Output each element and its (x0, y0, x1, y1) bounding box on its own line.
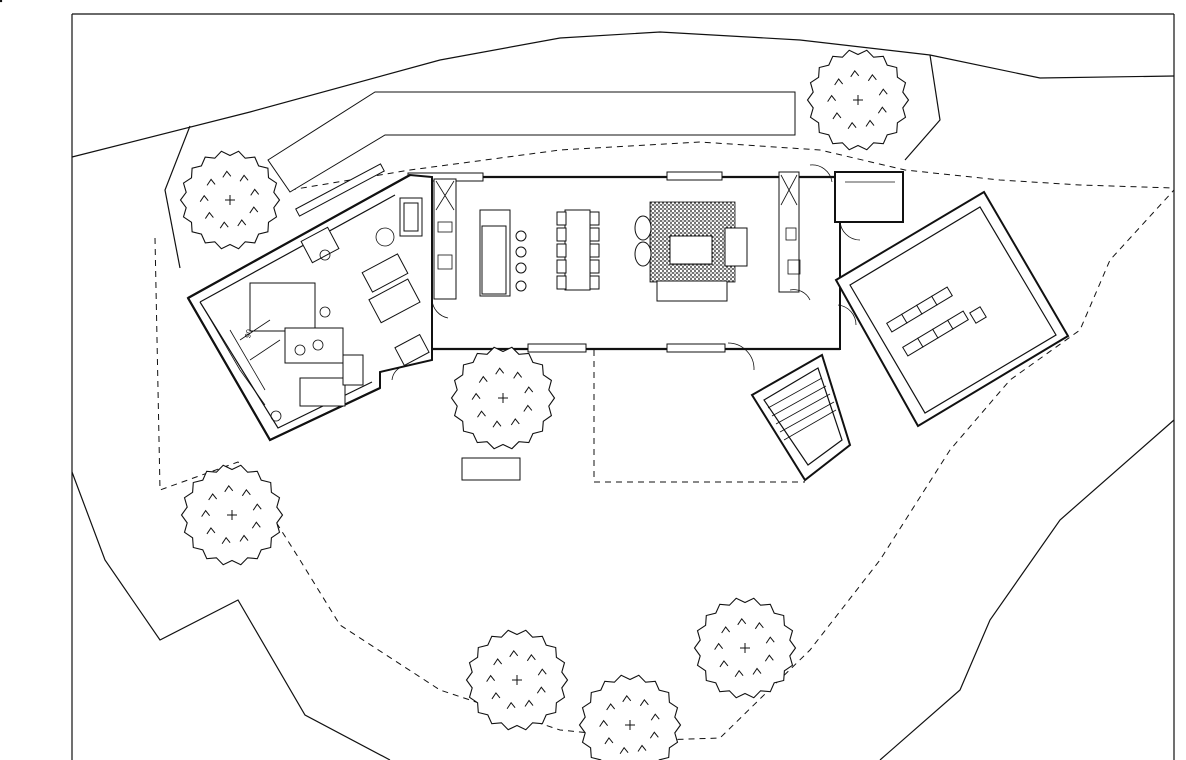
tree-northeast (806, 49, 910, 151)
drawing-frame (71, 13, 1175, 760)
sofa (656, 280, 728, 302)
window (527, 343, 587, 353)
annex-building (0, 0, 1070, 428)
dimension-label: 90 (243, 328, 254, 339)
terrain-lines (71, 31, 1175, 760)
tree-south-center (465, 629, 569, 731)
coffee-table (669, 235, 713, 265)
tree-southeast (693, 597, 797, 699)
courtyard-bench (461, 457, 521, 481)
main-building: 90 (186, 163, 904, 442)
meeting-tables (886, 286, 987, 357)
tree-courtyard (450, 346, 556, 450)
stairs (750, 353, 852, 482)
site-limit-dashed (154, 141, 1175, 741)
long-planter (267, 91, 796, 193)
dining-chairs (556, 211, 600, 290)
window (295, 163, 385, 217)
window (666, 343, 726, 353)
tree-northwest (179, 150, 281, 250)
window (666, 171, 723, 181)
tree-south (578, 674, 682, 760)
tree-west (180, 464, 284, 566)
armchair (724, 227, 748, 267)
trees (179, 49, 910, 760)
